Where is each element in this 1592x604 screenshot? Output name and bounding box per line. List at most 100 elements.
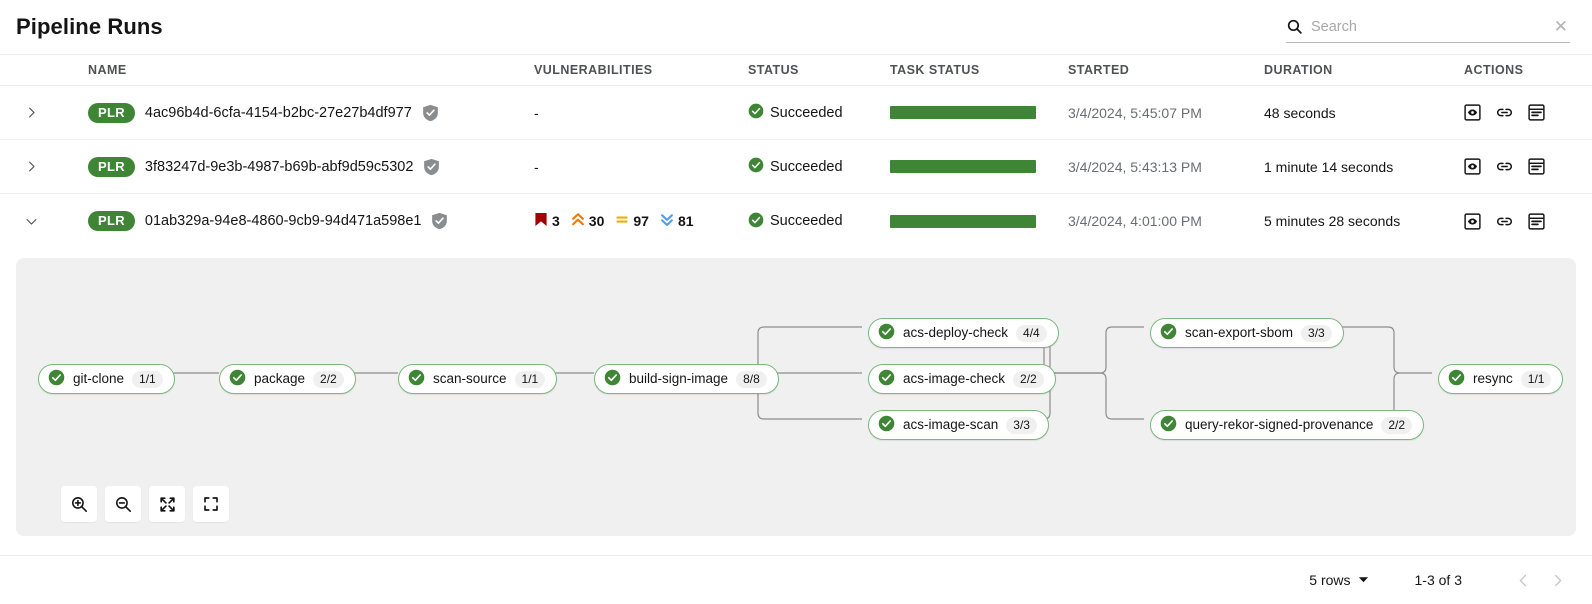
run-name-cell[interactable]: PLR 4ac96b4d-6cfa-4154-b2bc-27e27b4df977 (88, 102, 534, 123)
previous-page-button[interactable] (1506, 563, 1540, 597)
view-output-icon[interactable] (1464, 104, 1481, 121)
fit-to-screen-icon[interactable] (149, 486, 185, 522)
task-status-cell (890, 160, 1068, 173)
duration-cell: 48 seconds (1264, 104, 1336, 121)
task-node-label: build-sign-image (629, 371, 729, 387)
task-progress-bar (890, 160, 1036, 173)
signed-shield-icon (422, 104, 439, 122)
vulnerability-empty: - (534, 104, 539, 121)
view-logs-icon[interactable] (1528, 212, 1545, 230)
vulnerability-empty: - (534, 158, 539, 175)
severity-low-icon (660, 212, 674, 230)
view-logs-icon[interactable] (1528, 104, 1545, 121)
vulnerability-count: 81 (677, 213, 694, 229)
status-cell: Succeeded (748, 157, 890, 176)
row-expand-cell[interactable] (0, 212, 88, 230)
pipeline-task-node-scan-export-sbom[interactable]: scan-export-sbom 3/3 (1150, 318, 1344, 348)
row-expand-cell[interactable] (0, 104, 88, 122)
task-node-count: 4/4 (1016, 324, 1047, 342)
status-success-icon (748, 157, 764, 176)
rows-per-page-label: 5 rows (1309, 572, 1351, 588)
chevron-right-icon[interactable] (22, 158, 40, 176)
table-row[interactable]: PLR 3f83247d-9e3b-4987-b69b-abf9d59c5302 -… (0, 140, 1592, 194)
chevron-down-icon[interactable] (22, 212, 40, 230)
started-cell: 3/4/2024, 5:45:07 PM (1068, 104, 1202, 121)
table-row[interactable]: PLR 4ac96b4d-6cfa-4154-b2bc-27e27b4df977 -… (0, 86, 1592, 140)
task-success-icon (878, 323, 895, 343)
close-icon[interactable]: ✕ (1553, 17, 1568, 36)
run-name-link[interactable]: 01ab329a-94e8-4860-9cb9-94d471a598e1 (144, 213, 422, 229)
pipeline-task-node-acs-deploy-check[interactable]: acs-deploy-check 4/4 (868, 318, 1059, 348)
vulnerability-moderate: 97 (615, 212, 649, 230)
severity-moderate-icon (615, 212, 629, 230)
column-header-task-status: TASK STATUS (890, 63, 980, 77)
task-node-label: acs-deploy-check (903, 325, 1009, 341)
vulnerability-low: 81 (660, 212, 694, 230)
table-row[interactable]: PLR 01ab329a-94e8-4860-9cb9-94d471a598e1 3… (0, 194, 1592, 248)
view-output-icon[interactable] (1464, 212, 1481, 230)
copy-link-icon[interactable] (1495, 212, 1514, 231)
started-cell: 3/4/2024, 4:01:00 PM (1068, 213, 1202, 229)
zoom-out-button[interactable] (105, 486, 141, 522)
task-node-count: 8/8 (736, 370, 767, 388)
run-name-cell[interactable]: PLR 3f83247d-9e3b-4987-b69b-abf9d59c5302 (88, 156, 534, 177)
task-node-label: scan-export-sbom (1185, 325, 1294, 341)
task-progress-bar (890, 106, 1036, 119)
search-bar[interactable]: ✕ (1286, 11, 1570, 43)
task-success-icon (878, 369, 895, 389)
next-page-button[interactable] (1540, 563, 1574, 597)
resource-kind-badge: PLR (88, 102, 135, 123)
run-name-cell[interactable]: PLR 01ab329a-94e8-4860-9cb9-94d471a598e1 (88, 211, 534, 231)
task-node-label: acs-image-scan (903, 417, 999, 433)
vulnerability-count: 3 (552, 213, 560, 229)
status-success-icon (748, 212, 764, 231)
pipeline-task-node-build-sign-image[interactable]: build-sign-image 8/8 (594, 364, 779, 394)
column-header-started: STARTED (1068, 63, 1130, 77)
view-output-icon[interactable] (1464, 158, 1481, 175)
task-node-label: acs-image-check (903, 371, 1006, 387)
column-header-status: STATUS (748, 63, 799, 77)
copy-link-icon[interactable] (1495, 157, 1514, 176)
task-success-icon (1448, 369, 1465, 389)
run-name-link[interactable]: 3f83247d-9e3b-4987-b69b-abf9d59c5302 (144, 158, 414, 175)
view-logs-icon[interactable] (1528, 158, 1545, 175)
column-header-vulnerabilities: VULNERABILITIES (534, 63, 653, 77)
signed-shield-icon (423, 158, 440, 176)
task-success-icon (408, 369, 425, 389)
task-success-icon (229, 369, 246, 389)
page-title: Pipeline Runs (16, 14, 163, 39)
task-node-count: 1/1 (1520, 370, 1552, 388)
graph-toolbar (61, 486, 229, 522)
task-success-icon (48, 369, 65, 389)
zoom-in-button[interactable] (61, 486, 97, 522)
task-node-count: 2/2 (1013, 370, 1044, 388)
severity-important-icon (571, 212, 585, 230)
search-input[interactable] (1311, 18, 1544, 35)
actions-cell (1460, 103, 1592, 122)
pipeline-task-node-acs-image-check[interactable]: acs-image-check 2/2 (868, 364, 1056, 394)
task-node-count: 3/3 (1301, 324, 1332, 342)
task-success-icon (878, 415, 895, 435)
expand-view-icon[interactable] (193, 486, 229, 522)
run-name-link[interactable]: 4ac96b4d-6cfa-4154-b2bc-27e27b4df977 (144, 104, 412, 121)
resource-kind-badge: PLR (88, 211, 135, 231)
rows-per-page-select[interactable]: 5 rows (1309, 572, 1368, 588)
task-node-count: 1/1 (514, 370, 546, 388)
chevron-right-icon[interactable] (22, 104, 40, 122)
copy-link-icon[interactable] (1495, 103, 1514, 122)
resource-kind-badge: PLR (88, 156, 135, 177)
task-node-count: 2/2 (1381, 416, 1413, 434)
row-expand-cell[interactable] (0, 158, 88, 176)
page-header: Pipeline Runs ✕ (0, 0, 1592, 54)
column-header-name: NAME (88, 63, 127, 77)
task-progress-bar (890, 214, 1036, 228)
